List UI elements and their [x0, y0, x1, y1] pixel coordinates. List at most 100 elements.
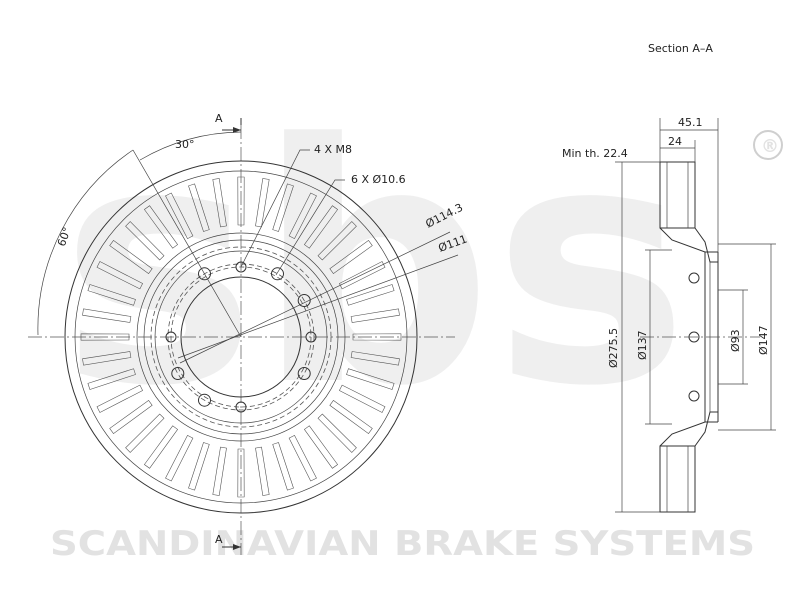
cooling-vane [338, 384, 386, 413]
bolt-holes-leader [275, 179, 345, 276]
cooling-vane [350, 351, 400, 366]
cooling-vane [109, 239, 153, 275]
bolt-holes-label: 6 X Ø10.6 [351, 173, 406, 186]
thread-hole [235, 401, 247, 413]
mounting-holes [165, 261, 317, 413]
sbs-logo-letters: sbs [60, 74, 689, 458]
cooling-vane [82, 308, 132, 323]
thread-hole [235, 261, 247, 273]
cooling-vane [329, 239, 373, 275]
section-hole-bottom [688, 390, 700, 402]
outer-diameter-label: Ø275.5 [607, 328, 620, 368]
registered-circle [753, 130, 783, 160]
section-label-top: A [215, 112, 223, 125]
cooling-vane [143, 425, 179, 469]
cooling-vane [288, 434, 317, 482]
friction-ring-top [659, 161, 696, 229]
cooling-vane [212, 446, 227, 496]
cooling-vane [125, 413, 165, 453]
cooling-vane [255, 178, 270, 228]
angle-30-label: 30° [175, 138, 195, 151]
bolt-hole [171, 367, 185, 380]
hat-inner-top [694, 227, 718, 263]
friction-ring-inner [136, 232, 346, 442]
cooling-vane [329, 399, 373, 435]
thread-holes-label: 4 X M8 [314, 143, 352, 156]
bolt-hole [271, 267, 284, 281]
thread-holes-leader [240, 149, 310, 268]
cooling-vane [317, 221, 357, 261]
cooling-vane [80, 333, 130, 341]
cooling-vane [96, 384, 144, 413]
angle-30-arc [139, 131, 242, 161]
disc-cross-section [640, 161, 760, 513]
cooling-vane [212, 178, 227, 228]
cooling-vane [109, 399, 153, 435]
cooling-vane [317, 413, 357, 453]
disc-outer-edge [64, 160, 418, 514]
cooling-vane [350, 308, 400, 323]
thread-hole [165, 331, 177, 343]
cooling-vane [165, 434, 194, 482]
center-bore [180, 276, 302, 398]
hat-diameter-label: Ø147 [757, 325, 770, 355]
cooling-vane [87, 284, 136, 306]
hub-diameter-label: Ø137 [636, 330, 649, 360]
bolt-hole [198, 267, 211, 281]
cooling-vane [272, 442, 294, 491]
cooling-vane [288, 192, 317, 240]
sbs-logo-watermark: sbs ® [60, 74, 783, 458]
bore-diameter-label: Ø93 [729, 329, 742, 352]
cooling-vane [303, 425, 339, 469]
section-arrowhead-bottom [233, 544, 241, 550]
cooling-vane [188, 442, 210, 491]
bolt-hole [297, 294, 311, 307]
section-title: Section A–A [648, 42, 713, 55]
cooling-vane [125, 221, 165, 261]
friction-ring-bottom [659, 445, 696, 513]
section-label-bottom: A [215, 533, 223, 546]
cooling-vane [143, 205, 179, 249]
cooling-vane [352, 333, 402, 341]
section-arrowhead-top [233, 127, 241, 133]
thickness-label: 24 [668, 135, 682, 148]
section-hole-top [688, 272, 700, 284]
hat-outer-edge [143, 239, 339, 435]
pitch-circle-114 [167, 263, 315, 411]
pcd-114-leader [179, 231, 451, 364]
company-name-watermark: SCANDINAVIAN BRAKE SYSTEMS [50, 524, 755, 564]
cooling-vane [96, 261, 144, 290]
cooling-vane [237, 176, 245, 226]
min-thickness-label: Min th. 22.4 [562, 147, 628, 160]
angle-30-line [132, 149, 242, 338]
bolt-hole [297, 367, 311, 380]
bolt-hole [198, 393, 211, 407]
hat-inner-bottom [694, 411, 718, 447]
pcd-111-leader [177, 254, 459, 359]
cooling-vane [165, 192, 194, 240]
cooling-vane [346, 368, 395, 390]
angle-60-arc [37, 149, 134, 336]
section-view: Section A–A 45.1 24 Mi [562, 42, 776, 513]
hat-shoulder-top [659, 227, 718, 253]
registered-mark: ® [761, 136, 779, 157]
hat-step-edge [154, 250, 328, 424]
cooling-vane [346, 284, 395, 306]
hat-shoulder-bottom [659, 421, 718, 447]
cooling-vane [272, 183, 294, 232]
cooling-vane [338, 261, 386, 290]
cooling-vane [188, 183, 210, 232]
cooling-vanes [80, 176, 402, 498]
thread-hole [305, 331, 317, 343]
cooling-vane [87, 368, 136, 390]
angle-60-label: 60° [55, 225, 74, 248]
disc-inner-edge [74, 170, 408, 504]
cooling-vane [255, 446, 270, 496]
hat-step-line [150, 246, 332, 428]
width-total-label: 45.1 [678, 116, 703, 129]
cooling-vane [237, 448, 245, 498]
front-view: A A 30° 60° 4 X M8 6 X Ø10.6 Ø114.3 Ø111 [28, 112, 469, 555]
cooling-vane [82, 351, 132, 366]
cooling-vane [303, 205, 339, 249]
